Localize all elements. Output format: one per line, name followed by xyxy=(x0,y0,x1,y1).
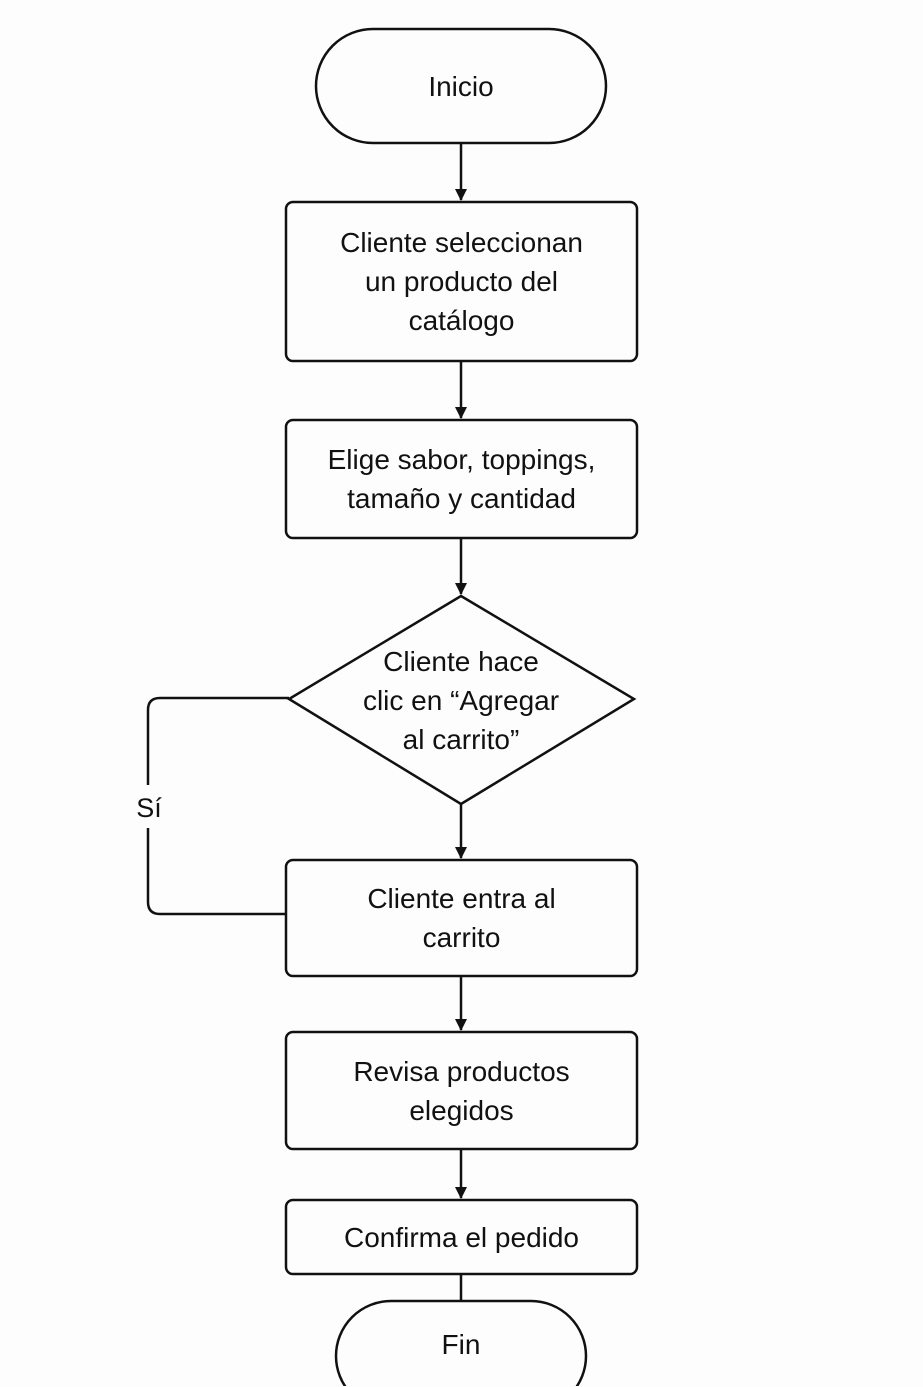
start-label: Inicio xyxy=(428,70,494,102)
review-products-label: Revisa productos elegidos xyxy=(353,1055,570,1126)
add-to-cart-decision-label: Cliente hace clic en “Agregar al carrito… xyxy=(362,645,560,755)
select-product-label: Cliente seleccionan un producto del catá… xyxy=(340,227,583,336)
end-label: Fin xyxy=(441,1328,481,1360)
yes-loop-lower-segment xyxy=(146,828,286,916)
choose-options-label: Elige sabor, toppings, tamaño y cantidad xyxy=(327,444,596,514)
confirm-order-label: Confirma el pedido xyxy=(343,1221,580,1253)
yes-loop-upper-segment xyxy=(146,696,289,785)
yes-edge-label: Sí xyxy=(136,792,162,823)
enter-cart-label: Cliente entra al carrito xyxy=(367,883,556,953)
